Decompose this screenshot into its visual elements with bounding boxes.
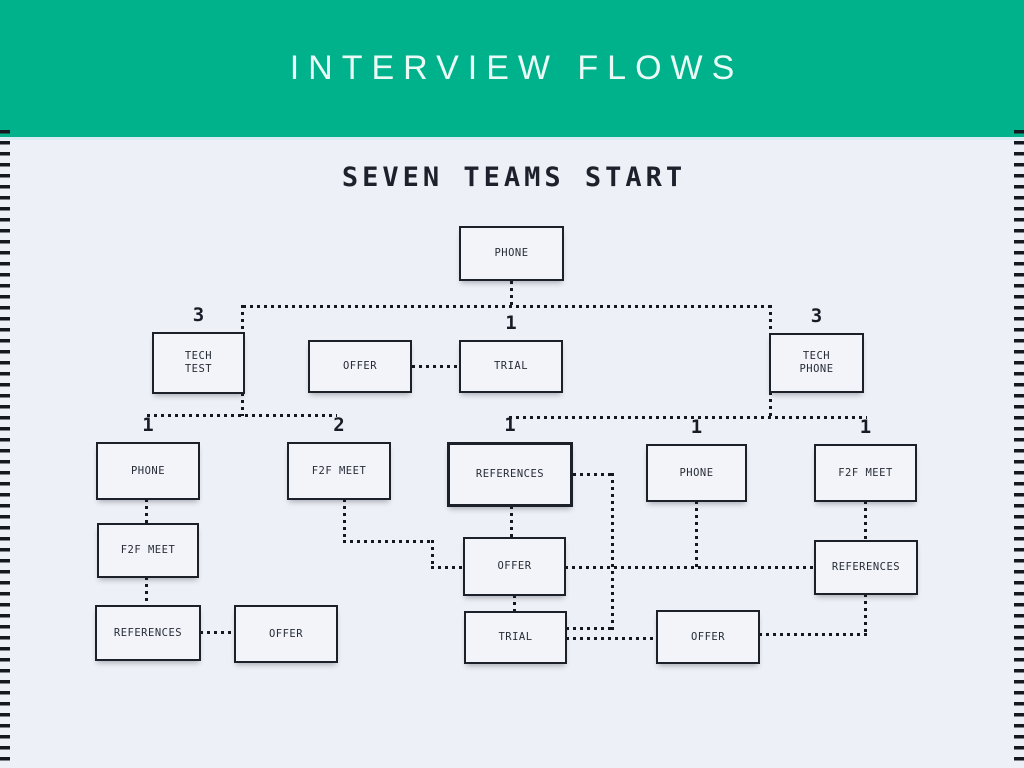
dotted-connector <box>864 594 867 636</box>
dotted-connector <box>611 473 614 630</box>
dotted-connector <box>573 473 614 476</box>
branch-count-label: 3 <box>810 305 823 327</box>
branch-count-label: 1 <box>505 312 517 334</box>
dotted-connector <box>566 627 614 630</box>
flow-node-offer-3: OFFER <box>234 605 338 663</box>
left-tick-strip <box>0 130 10 768</box>
dotted-connector <box>343 499 346 543</box>
flow-node-label: F2F MEET <box>120 544 176 556</box>
branch-count-label: 2 <box>333 414 345 436</box>
flow-node-f2f-meet-1: F2F MEET <box>287 442 391 500</box>
flow-node-f2f-meet-2: F2F MEET <box>814 444 917 502</box>
flow-node-phone-2: PHONE <box>96 442 200 500</box>
flow-node-label: REFERENCES <box>831 561 901 573</box>
flow-node-label: REFERENCES <box>475 468 545 480</box>
flow-node-label: OFFER <box>690 630 726 643</box>
flow-node-phone-3: PHONE <box>646 444 747 502</box>
flow-node-offer-4: OFFER <box>656 610 760 664</box>
flow-node-label: PHONE <box>494 247 529 259</box>
branch-count-label: 3 <box>192 304 205 326</box>
dotted-connector <box>513 595 516 612</box>
flow-node-tech-test: TECH TEST <box>152 332 245 394</box>
dotted-connector <box>510 506 513 538</box>
dotted-connector <box>566 637 657 640</box>
dotted-connector <box>412 365 460 368</box>
dotted-connector <box>565 566 815 569</box>
flow-node-label: TRIAL <box>493 360 529 372</box>
dotted-connector <box>759 633 867 636</box>
header-band: INTERVIEW FLOWS <box>0 0 1024 140</box>
right-tick-strip <box>1014 130 1024 768</box>
dotted-connector <box>343 540 434 543</box>
flow-node-label: PHONE <box>679 466 714 479</box>
dotted-connector <box>243 305 771 308</box>
flow-node-label: OFFER <box>342 360 378 372</box>
flow-node-references-3: REFERENCES <box>95 605 201 661</box>
dotted-connector <box>769 305 772 333</box>
dotted-connector <box>695 501 698 568</box>
flow-node-label: TECH TEST <box>184 350 213 375</box>
flow-node-tech-phone: TECH PHONE <box>769 333 864 393</box>
branch-count-label: 1 <box>859 416 872 438</box>
branch-count-label: 1 <box>142 414 154 436</box>
dotted-connector <box>769 392 772 418</box>
dotted-connector <box>241 305 244 333</box>
flow-node-offer-2: OFFER <box>463 537 566 596</box>
flow-node-label: OFFER <box>268 627 304 640</box>
dotted-connector <box>864 501 867 541</box>
dotted-connector <box>431 566 464 569</box>
flow-node-phone-top: PHONE <box>459 226 564 281</box>
flow-node-trial-1: TRIAL <box>459 340 563 393</box>
flow-node-label: OFFER <box>497 560 532 572</box>
dotted-connector <box>241 393 244 416</box>
dotted-connector <box>147 414 337 417</box>
dotted-connector <box>431 540 434 569</box>
branch-count-label: 1 <box>504 414 516 436</box>
dotted-connector <box>509 416 867 419</box>
dotted-connector <box>200 631 235 634</box>
flow-node-label: TECH PHONE <box>799 350 834 375</box>
flow-node-offer-1: OFFER <box>308 340 412 393</box>
flow-node-references-2: REFERENCES <box>814 540 918 595</box>
flow-node-label: F2F MEET <box>311 464 367 477</box>
dotted-connector <box>145 577 148 606</box>
dotted-connector <box>145 499 148 524</box>
page-title: INTERVIEW FLOWS <box>289 49 744 87</box>
diagram-subtitle: SEVEN TEAMS START <box>341 162 687 193</box>
branch-count-label: 1 <box>690 416 703 438</box>
flow-node-label: REFERENCES <box>113 626 183 639</box>
flow-node-label: F2F MEET <box>838 466 893 479</box>
flow-node-trial-2: TRIAL <box>464 611 567 664</box>
flow-node-label: TRIAL <box>498 631 533 643</box>
flow-node-f2f-meet-3: F2F MEET <box>97 523 199 578</box>
flow-node-references-1: REFERENCES <box>447 442 573 507</box>
flow-node-label: PHONE <box>130 464 166 477</box>
dotted-connector <box>510 281 513 306</box>
